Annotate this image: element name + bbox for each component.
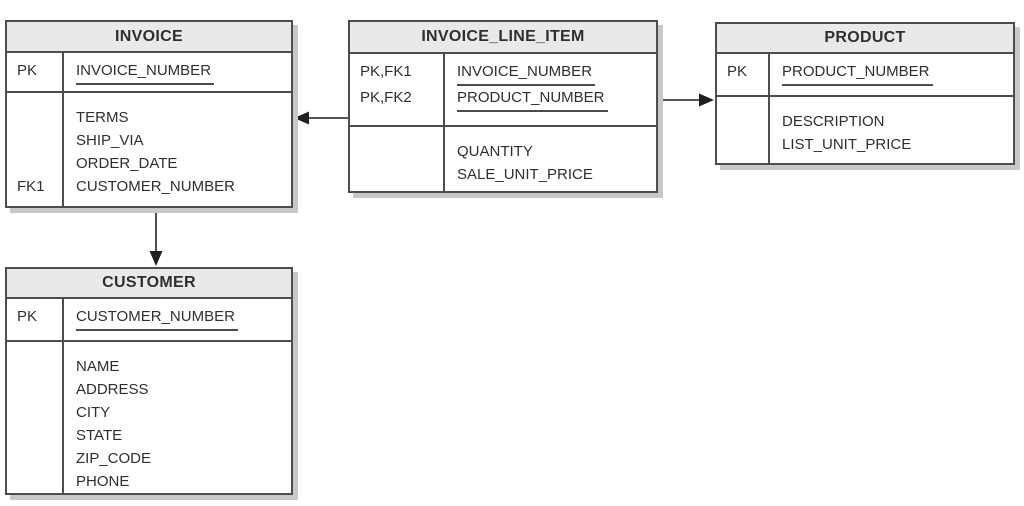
key-column: PK — [7, 53, 64, 91]
entity-customer: CUSTOMER PK CUSTOMER_NUMBER NAME ADDRESS — [5, 267, 293, 495]
entity-invoice-header: INVOICE — [7, 22, 291, 53]
pk-attribute-name: PRODUCT_NUMBER — [457, 88, 608, 112]
attribute-name: SHIP_VIA — [76, 132, 144, 149]
key-label — [17, 378, 62, 401]
attribute-name: DESCRIPTION — [782, 113, 885, 130]
key-column: PK — [717, 54, 770, 95]
pk-attribute-name: INVOICE_NUMBER — [76, 61, 215, 85]
entity-customer-header: CUSTOMER — [7, 269, 291, 299]
pk-attribute: INVOICE_NUMBER — [76, 61, 291, 87]
attribute-name: QUANTITY — [457, 143, 533, 160]
attribute-name: CUSTOMER_NUMBER — [76, 178, 235, 195]
key-label — [360, 163, 443, 186]
pk-attribute-name: CUSTOMER_NUMBER — [76, 307, 238, 331]
key-label — [17, 152, 62, 175]
pk-attribute: PRODUCT_NUMBER — [782, 62, 1013, 88]
attribute-name: ADDRESS — [76, 381, 149, 398]
entity-product-attr-section: DESCRIPTION LIST_UNIT_PRICE — [717, 97, 1013, 163]
key-column — [350, 127, 445, 191]
pk-attribute: PRODUCT_NUMBER — [457, 88, 656, 114]
attribute-name: SALE_UNIT_PRICE — [457, 166, 593, 183]
entity-invoice-line-item-pk-section: PK,FK1 PK,FK2 INVOICE_NUMBER PRODUCT_NUM… — [350, 54, 656, 127]
attribute-column: QUANTITY SALE_UNIT_PRICE — [445, 127, 656, 191]
entity-invoice-attr-section: FK1 TERMS SHIP_VIA ORDER_DATE CUSTOMER_N… — [7, 93, 291, 206]
attribute-name: LIST_UNIT_PRICE — [782, 136, 912, 153]
attribute-name: TERMS — [76, 109, 129, 126]
attribute-name: STATE — [76, 427, 123, 444]
attribute-name: NAME — [76, 358, 120, 375]
entity-product: PRODUCT PK PRODUCT_NUMBER DESCRIPTION LI… — [715, 22, 1015, 165]
key-column — [7, 342, 64, 493]
key-label: PK,FK2 — [360, 89, 412, 106]
entity-invoice-line-item: INVOICE_LINE_ITEM PK,FK1 PK,FK2 INVOICE_… — [348, 20, 658, 193]
key-label — [17, 424, 62, 447]
attribute-column: TERMS SHIP_VIA ORDER_DATE CUSTOMER_NUMBE… — [64, 93, 291, 206]
entity-invoice-title: INVOICE — [115, 27, 183, 45]
attribute-name: ORDER_DATE — [76, 155, 178, 172]
pk-attribute: INVOICE_NUMBER — [457, 62, 656, 88]
pk-attribute: CUSTOMER_NUMBER — [76, 307, 291, 333]
attribute-column: PRODUCT_NUMBER — [770, 54, 1013, 95]
key-column: FK1 — [7, 93, 64, 206]
key-label — [17, 106, 62, 129]
attribute-column: NAME ADDRESS CITY STATE ZIP_CODE PHONE — [64, 342, 291, 493]
arrow-lineitem-to-product — [658, 93, 714, 107]
entity-invoice-line-item-header: INVOICE_LINE_ITEM — [350, 22, 656, 54]
attribute-name: ZIP_CODE — [76, 450, 152, 467]
attribute-column: DESCRIPTION LIST_UNIT_PRICE — [770, 97, 1013, 163]
entity-invoice-line-item-attr-section: QUANTITY SALE_UNIT_PRICE — [350, 127, 656, 191]
entity-product-header: PRODUCT — [717, 24, 1013, 54]
key-column: PK,FK1 PK,FK2 — [350, 54, 445, 125]
key-label — [727, 133, 768, 156]
entity-invoice-pk-section: PK INVOICE_NUMBER — [7, 53, 291, 93]
entity-product-title: PRODUCT — [824, 29, 906, 46]
entity-customer-title: CUSTOMER — [102, 274, 196, 291]
key-label — [727, 110, 768, 133]
key-column: PK — [7, 299, 64, 340]
entity-invoice-line-item-title: INVOICE_LINE_ITEM — [421, 28, 585, 45]
entity-customer-pk-section: PK CUSTOMER_NUMBER — [7, 299, 291, 342]
key-label: PK — [17, 308, 38, 325]
attribute-column: INVOICE_NUMBER — [64, 53, 291, 91]
key-label — [17, 129, 62, 152]
key-label: PK — [727, 63, 748, 80]
attribute-name: CITY — [76, 404, 111, 421]
key-label: PK,FK1 — [360, 63, 412, 80]
key-label — [17, 355, 62, 378]
attribute-column: INVOICE_NUMBER PRODUCT_NUMBER — [445, 54, 656, 125]
attribute-name: PHONE — [76, 473, 130, 490]
attribute-column: CUSTOMER_NUMBER — [64, 299, 291, 340]
entity-customer-attr-section: NAME ADDRESS CITY STATE ZIP_CODE PHONE — [7, 342, 291, 493]
key-column — [717, 97, 770, 163]
entity-invoice: INVOICE PK INVOICE_NUMBER FK1 TERMS SHIP… — [5, 20, 293, 208]
key-label — [360, 140, 443, 163]
key-label: PK — [17, 62, 38, 79]
key-label: FK1 — [17, 178, 45, 195]
entity-product-pk-section: PK PRODUCT_NUMBER — [717, 54, 1013, 97]
arrow-lineitem-to-invoice — [294, 111, 348, 125]
arrow-invoice-to-customer — [149, 208, 163, 266]
key-label — [17, 470, 62, 493]
pk-attribute-name: PRODUCT_NUMBER — [782, 62, 933, 86]
key-label — [17, 401, 62, 424]
pk-attribute-name: INVOICE_NUMBER — [457, 62, 596, 86]
key-label — [17, 447, 62, 470]
